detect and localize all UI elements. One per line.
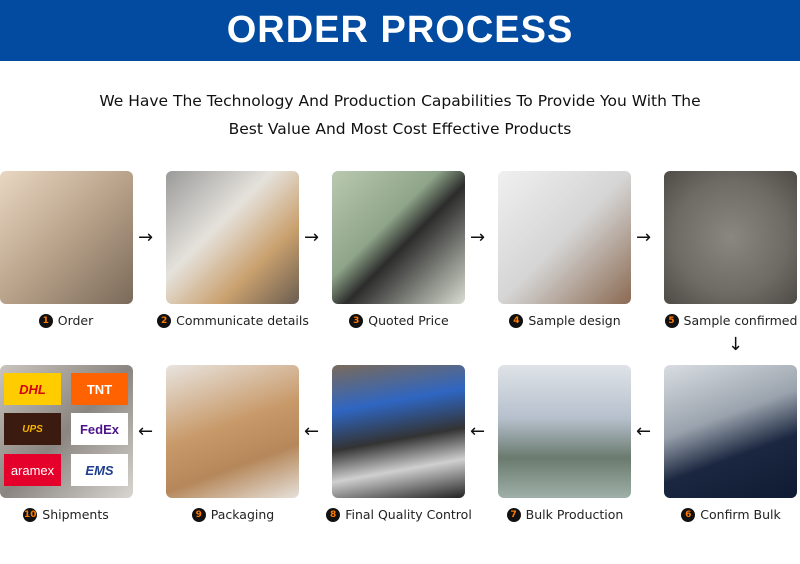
final-quality-control-image [332, 365, 465, 498]
step-text: Bulk Production [525, 507, 624, 522]
step-number: 7 [506, 507, 521, 522]
step-text: Confirm Bulk [700, 507, 781, 522]
step-label: 8 Final Quality Control [316, 507, 482, 522]
quoted-price-image [332, 171, 465, 304]
step-number: 1 [38, 313, 53, 328]
sample-confirmed-image [664, 171, 797, 304]
arrow-left-icon: ← [138, 421, 154, 442]
header-banner: ORDER PROCESS [0, 0, 800, 61]
step-number: 10 [23, 507, 38, 522]
step-number: 3 [349, 313, 364, 328]
step-label: 4 Sample design [482, 313, 648, 328]
shipments-image: DHL TNT UPS FedEx aramex EMS [0, 365, 133, 498]
step-number: 8 [326, 507, 341, 522]
step-number: 4 [509, 313, 524, 328]
arrow-right-icon: → [138, 227, 154, 248]
step-label: 2 Communicate details [150, 313, 316, 328]
arrow-left-icon: ← [304, 421, 320, 442]
arrow-down-icon: ↓ [728, 334, 744, 355]
confirm-bulk-image [664, 365, 797, 498]
page-title: ORDER PROCESS [226, 9, 574, 51]
step-number: 5 [664, 313, 679, 328]
step-text: Packaging [210, 507, 275, 522]
step-label: 10 Shipments [0, 507, 149, 522]
arrow-right-icon: → [636, 227, 652, 248]
step-number: 2 [157, 313, 172, 328]
arrow-right-icon: → [304, 227, 320, 248]
step-text: Communicate details [176, 313, 309, 328]
step-label: 6 Confirm Bulk [648, 507, 800, 522]
subtitle-line-2: Best Value And Most Cost Effective Produ… [228, 120, 572, 138]
arrow-left-icon: ← [636, 421, 652, 442]
subtitle-line-1: We Have The Technology And Production Ca… [99, 92, 701, 110]
step-label: 9 Packaging [150, 507, 316, 522]
step-text: Final Quality Control [345, 507, 472, 522]
bulk-production-image [498, 365, 631, 498]
fedex-logo: FedEx [71, 413, 128, 445]
arrow-left-icon: ← [470, 421, 486, 442]
step-text: Shipments [42, 507, 109, 522]
ems-logo: EMS [71, 454, 128, 486]
step-text: Quoted Price [368, 313, 449, 328]
sample-design-image [498, 171, 631, 304]
step-label: 3 Quoted Price [316, 313, 482, 328]
step-number: 6 [681, 507, 696, 522]
packaging-image [166, 365, 299, 498]
aramex-logo: aramex [4, 454, 61, 486]
communicate-details-image [166, 171, 299, 304]
tnt-logo: TNT [71, 373, 128, 405]
arrow-right-icon: → [470, 227, 486, 248]
step-label: 7 Bulk Production [482, 507, 648, 522]
dhl-logo: DHL [4, 373, 61, 405]
step-label: 1 Order [0, 313, 149, 328]
step-text: Sample design [528, 313, 621, 328]
ups-logo: UPS [4, 413, 61, 445]
step-text: Sample confirmed [683, 313, 798, 328]
step-number: 9 [191, 507, 206, 522]
step-label: 5 Sample confirmed [648, 313, 800, 328]
order-image [0, 171, 133, 304]
step-text: Order [57, 313, 94, 328]
